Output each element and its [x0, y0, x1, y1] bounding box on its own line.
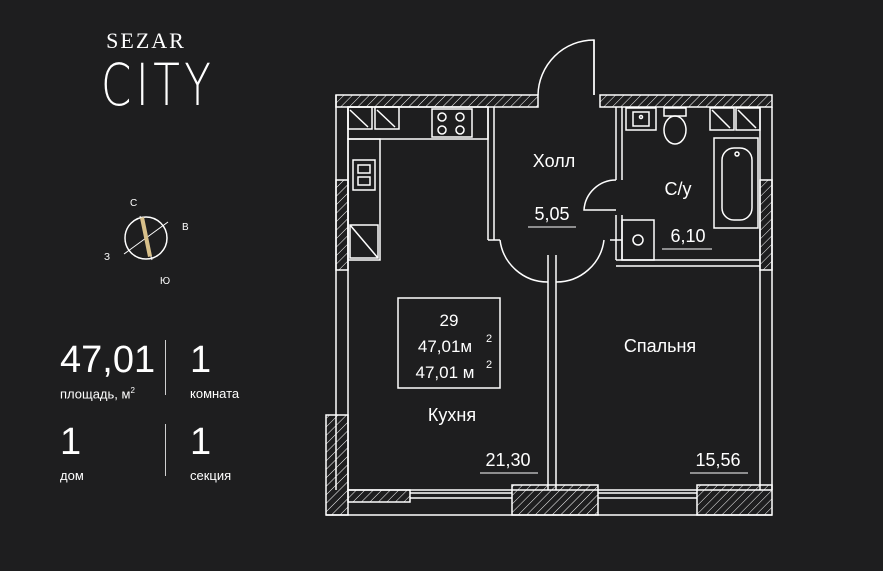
stat-house: 1 дом — [60, 422, 84, 483]
plan-apartment-number: 29 — [440, 311, 459, 330]
stat-divider — [165, 424, 166, 476]
room-bathroom-area: 6,10 — [670, 226, 705, 246]
plan-area-total-sup: 2 — [486, 333, 492, 345]
stat-area: 47,01 площадь, м2 — [60, 340, 155, 401]
stat-area-value: 47,01 — [60, 339, 156, 381]
room-hall-area: 5,05 — [534, 204, 569, 224]
compass-icon: С В З Ю — [104, 198, 189, 287]
logo-brand: SEZAR — [106, 28, 186, 53]
stat-area-label-sup: 2 — [130, 386, 135, 395]
brand-logo: SEZAR CITY — [86, 28, 216, 119]
plan-area-living-sup: 2 — [486, 359, 492, 371]
stat-section-value: 1 — [190, 421, 212, 463]
stat-section-label: секция — [190, 468, 232, 483]
stat-rooms: 1 комната — [190, 340, 239, 401]
room-kitchen-area: 21,30 — [485, 450, 530, 470]
room-hall-name: Холл — [533, 151, 575, 171]
room-bedroom-name: Спальня — [624, 336, 696, 356]
stat-section: 1 секция — [190, 422, 231, 483]
room-bedroom-area: 15,56 — [695, 450, 740, 470]
compass-south: Ю — [160, 276, 170, 287]
stat-house-label: дом — [60, 468, 84, 483]
stat-divider — [165, 340, 166, 395]
stat-rooms-value: 1 — [190, 339, 212, 381]
logo-name: CITY — [101, 51, 216, 119]
room-kitchen-name: Кухня — [428, 405, 476, 425]
floor-plan: 29 47,01м 2 47,01 м 2 Холл 5,05 С/у 6,10… — [325, 39, 773, 516]
plan-area-total: 47,01м — [418, 337, 472, 356]
stat-house-value: 1 — [60, 421, 82, 463]
stat-area-label: площадь, м — [60, 386, 131, 402]
stat-rooms-label: комната — [190, 386, 240, 401]
compass-north: С — [130, 198, 137, 209]
plan-area-living: 47,01 м — [416, 363, 475, 382]
compass-west: З — [104, 252, 110, 263]
compass-east: В — [182, 222, 189, 233]
room-bathroom-name: С/у — [665, 179, 692, 199]
